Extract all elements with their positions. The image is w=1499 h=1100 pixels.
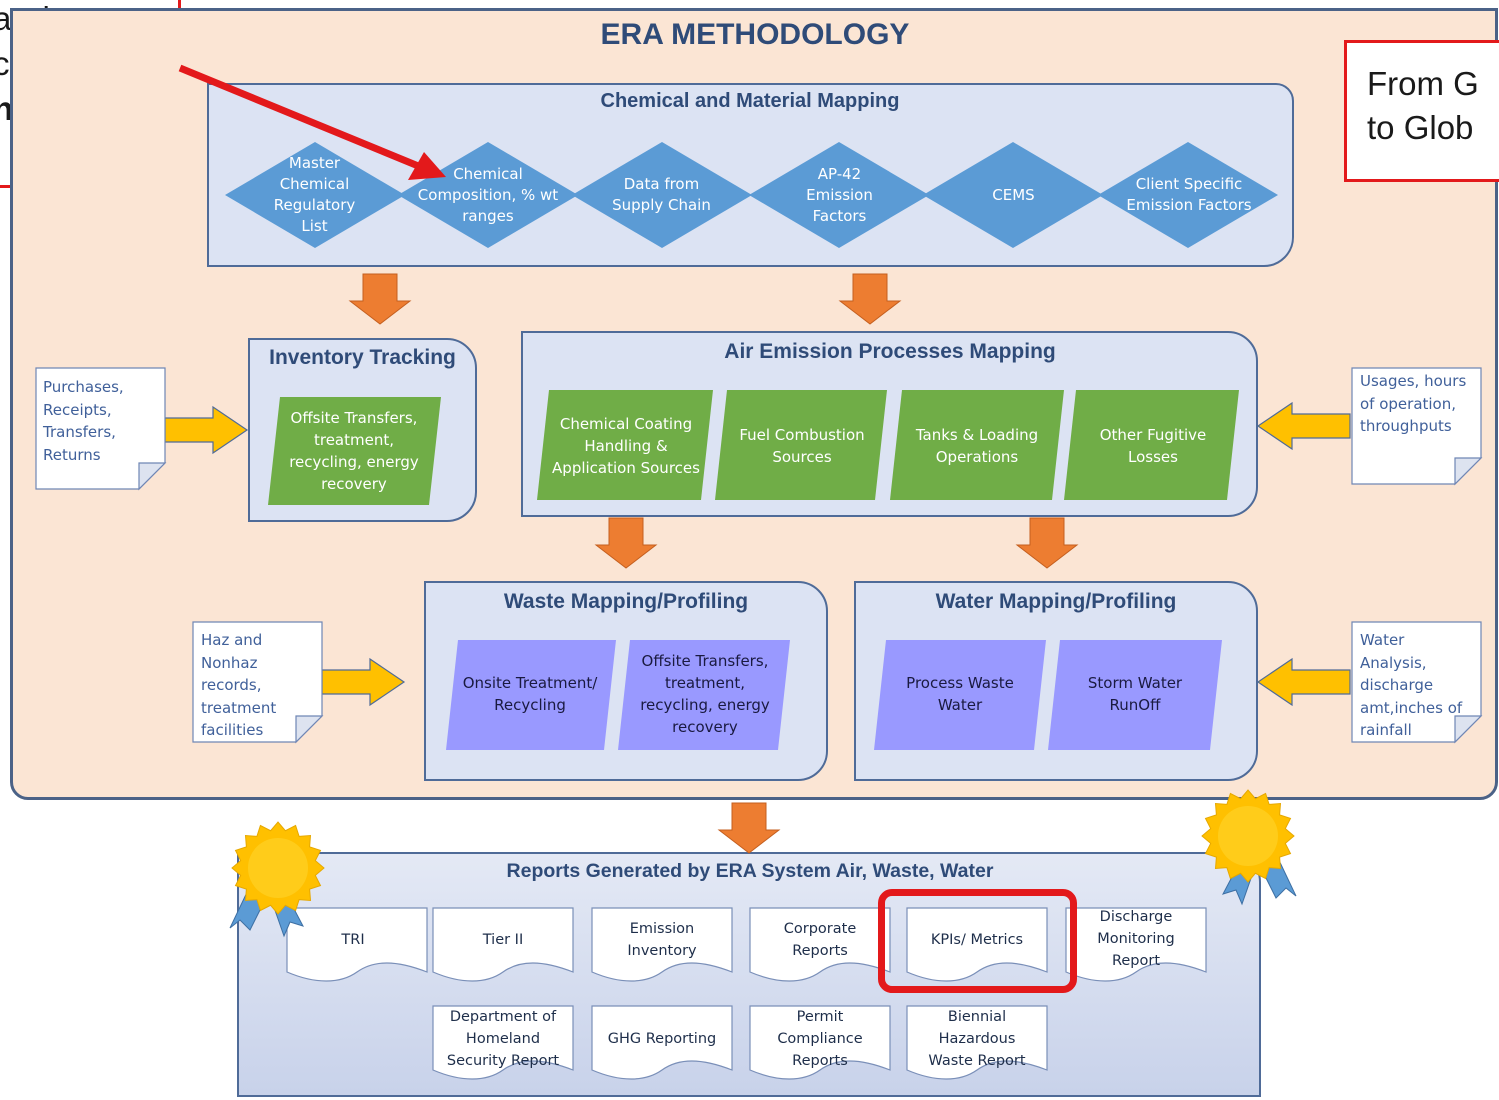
diamond-label-cems: CEMS	[992, 185, 1035, 204]
note-water-shape-fold	[1454, 715, 1483, 744]
water-process-shape	[874, 640, 1046, 750]
arrow-to-air	[838, 273, 902, 325]
note-usages-shape-fold	[1454, 457, 1483, 486]
water-storm-shape	[1048, 640, 1222, 750]
report-kpis: KPIs/ Metrics	[930, 932, 1024, 948]
air-fuel-shape	[715, 390, 887, 500]
arrow-to-waste	[594, 517, 658, 569]
waste-onsite-shape	[446, 640, 616, 750]
diamond-shape-5	[1098, 142, 1278, 248]
report-doc-row2-1	[591, 1005, 733, 1080]
note-purchases: Purchases,Receipts,Transfers,Returns	[43, 378, 124, 464]
diamond-shape-4	[923, 142, 1103, 248]
arrow-usages-to-air	[1256, 401, 1351, 451]
air-title: Air Emission Processes Mapping	[724, 340, 1056, 363]
air-coating-shape	[537, 390, 713, 500]
report-doc-row1-1	[432, 907, 574, 982]
callout-right: From G to Glob	[1344, 40, 1499, 182]
diamond-shape-2	[572, 142, 752, 248]
arrow-to-reports	[717, 802, 781, 854]
kpi-highlight-box	[878, 889, 1077, 993]
arrow-to-water	[1015, 517, 1079, 569]
chemical-mapping-title: Chemical and Material Mapping	[600, 90, 900, 112]
air-tanks-shape	[890, 390, 1064, 500]
callout-arrow-line	[178, 64, 430, 174]
inventory-offsite-shape	[268, 397, 441, 505]
arrow-to-inventory	[348, 273, 412, 325]
note-haz-shape-fold	[295, 715, 324, 744]
waste-label-onsite: Onsite Treatment/Recycling	[462, 674, 598, 714]
report-doc-row1-2	[591, 907, 733, 982]
arrow-purchases-to-inventory	[164, 405, 249, 455]
report-doc-row2-3	[906, 1005, 1048, 1080]
chemical-mapping-panel	[207, 83, 1294, 267]
water-title: Water Mapping/Profiling	[935, 590, 1177, 613]
callout-right-line2: to Glob	[1367, 109, 1474, 146]
report-doc-row2-0	[432, 1005, 574, 1080]
waste-label-offsite: Offsite Transfers,treatment,recycling, e…	[640, 652, 770, 736]
waste-title: Waste Mapping/Profiling	[503, 590, 749, 613]
air-fugitive-shape	[1064, 390, 1239, 500]
inventory-title: Inventory Tracking	[269, 346, 456, 369]
callout-right-line1: From G	[1367, 65, 1479, 102]
arrow-water-to-water	[1256, 657, 1351, 707]
waste-offsite-shape	[618, 640, 790, 750]
arrow-haz-to-waste	[321, 657, 406, 707]
inventory-offsite-label: Offsite Transfers,treatment,recycling, e…	[289, 409, 419, 493]
report-doc-row1-4	[906, 907, 1048, 982]
page-title: ERA METHODOLOGY	[600, 18, 910, 51]
ribbon-left-seal-center	[248, 838, 308, 898]
callout-arrow-head	[408, 152, 446, 180]
diamond-shape-0	[225, 142, 405, 248]
diamond-shape-1	[398, 142, 578, 248]
report-tri: TRI	[341, 932, 365, 948]
diamond-shape-3	[749, 142, 929, 248]
note-purchases-shape-fold	[138, 462, 167, 491]
reports-title: Reports Generated by ERA System Air, Was…	[506, 860, 994, 882]
report-doc-row2-2	[749, 1005, 891, 1080]
report-doc-row1-0	[286, 907, 428, 982]
ribbon-right-seal-center	[1218, 806, 1278, 866]
report-ghg: GHG Reporting	[607, 1031, 717, 1047]
report-doc-row1-5	[1065, 907, 1207, 982]
report-tier2: Tier II	[482, 932, 524, 948]
